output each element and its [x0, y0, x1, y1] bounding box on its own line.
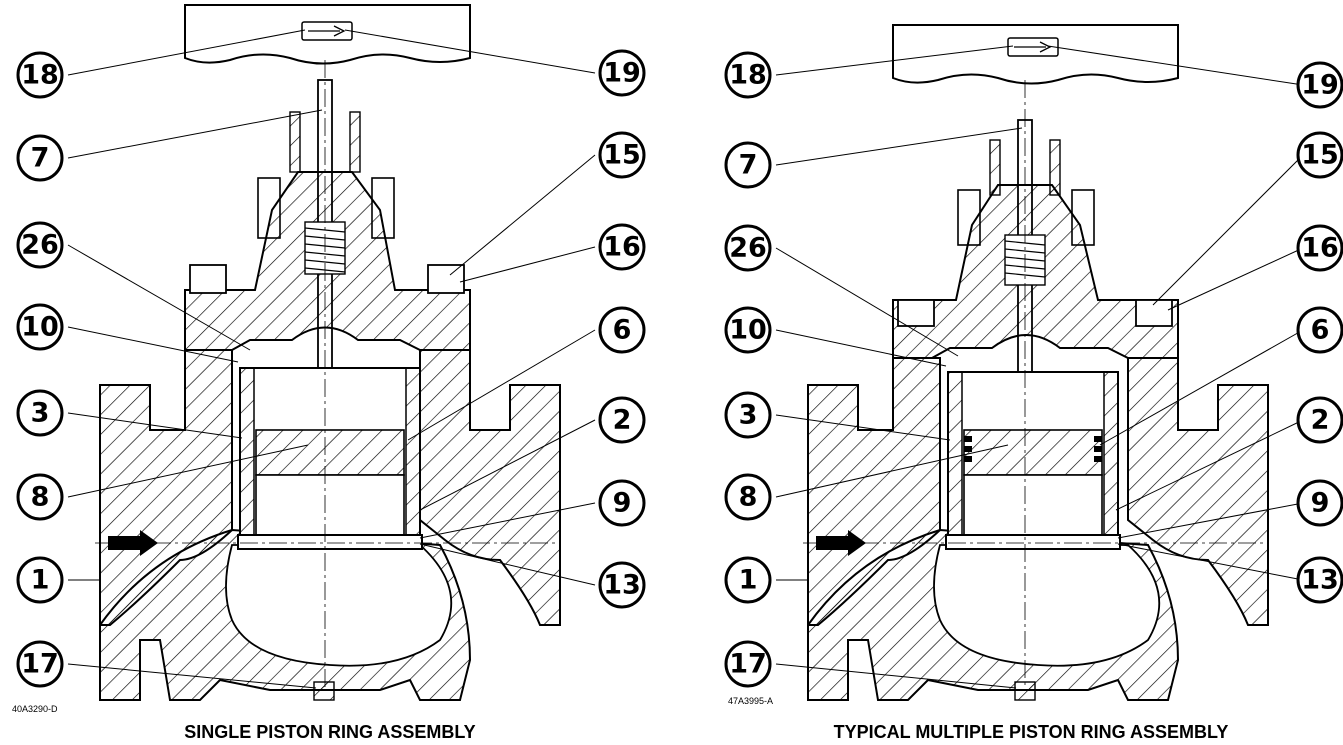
- drain-plug: [1014, 681, 1036, 701]
- callout-6: 6: [598, 306, 646, 354]
- svg-text:10: 10: [729, 315, 767, 346]
- svg-text:15: 15: [1301, 140, 1339, 171]
- svg-text:19: 19: [1301, 70, 1339, 101]
- callout-26: 26: [16, 221, 64, 269]
- callout-1: 1: [724, 556, 772, 604]
- svg-text:13: 13: [1301, 565, 1339, 596]
- callout-17: 17: [724, 640, 772, 688]
- figure-multiple-piston-ring: 18 19 7 15 26 16 10 6 3 2 8 9 1 13 17 47…: [724, 24, 1343, 742]
- svg-text:2: 2: [1311, 405, 1330, 436]
- svg-text:6: 6: [1311, 315, 1330, 346]
- svg-text:9: 9: [1311, 488, 1330, 519]
- callout-6: 6: [1296, 306, 1343, 354]
- svg-text:8: 8: [739, 482, 758, 513]
- drawing-number: 47A3995-A: [728, 696, 773, 706]
- callout-9: 9: [598, 479, 646, 527]
- svg-text:3: 3: [739, 400, 758, 431]
- svg-text:19: 19: [603, 58, 641, 89]
- svg-text:8: 8: [31, 482, 50, 513]
- callout-16: 16: [1296, 224, 1343, 272]
- callout-3: 3: [724, 391, 772, 439]
- svg-text:17: 17: [729, 649, 767, 680]
- callout-16: 16: [598, 223, 646, 271]
- svg-text:7: 7: [31, 143, 50, 174]
- callout-18: 18: [724, 51, 772, 99]
- callout-8: 8: [724, 473, 772, 521]
- svg-text:13: 13: [603, 570, 641, 601]
- callout-9: 9: [1296, 479, 1343, 527]
- callout-10: 10: [724, 306, 772, 354]
- drawing-number: 40A3290-D: [12, 704, 58, 714]
- svg-text:26: 26: [729, 233, 767, 264]
- svg-text:18: 18: [729, 60, 767, 91]
- seat-ring: [237, 534, 423, 550]
- callout-19: 19: [598, 49, 646, 97]
- piston-rings: [964, 436, 1102, 462]
- svg-text:1: 1: [31, 565, 50, 596]
- svg-text:9: 9: [613, 488, 632, 519]
- figure-caption: SINGLE PISTON RING ASSEMBLY: [184, 722, 475, 742]
- callout-13: 13: [1296, 556, 1343, 604]
- callout-26: 26: [724, 224, 772, 272]
- svg-text:26: 26: [21, 230, 59, 261]
- callout-17: 17: [16, 640, 64, 688]
- valve-plug: [963, 429, 1103, 476]
- figure-caption: TYPICAL MULTIPLE PISTON RING ASSEMBLY: [834, 722, 1229, 742]
- svg-text:7: 7: [739, 150, 758, 181]
- callout-13: 13: [598, 561, 646, 609]
- svg-text:2: 2: [613, 405, 632, 436]
- callout-15: 15: [1296, 131, 1343, 179]
- callout-10: 10: [16, 303, 64, 351]
- flow-arrow-icon: [816, 530, 866, 556]
- svg-text:17: 17: [21, 649, 59, 680]
- callout-7: 7: [16, 134, 64, 182]
- svg-text:3: 3: [31, 398, 50, 429]
- drain-plug: [313, 681, 335, 701]
- svg-text:16: 16: [1301, 233, 1339, 264]
- callout-3: 3: [16, 389, 64, 437]
- callout-18: 18: [16, 51, 64, 99]
- figure-single-piston-ring: 18 19 7 15 26 16 10 6 3 2 8 9 1 13 17 40…: [12, 4, 646, 742]
- valve-plug: [255, 429, 405, 476]
- callout-1: 1: [16, 556, 64, 604]
- callout-8: 8: [16, 473, 64, 521]
- callout-7: 7: [724, 141, 772, 189]
- svg-text:15: 15: [603, 140, 641, 171]
- callout-2: 2: [1296, 396, 1343, 444]
- svg-text:1: 1: [739, 565, 758, 596]
- callout-15: 15: [598, 131, 646, 179]
- seat-ring: [945, 534, 1121, 550]
- svg-text:18: 18: [21, 60, 59, 91]
- flow-arrow-icon: [108, 530, 158, 556]
- callout-2: 2: [598, 396, 646, 444]
- svg-text:16: 16: [603, 232, 641, 263]
- callout-19: 19: [1296, 61, 1343, 109]
- svg-text:10: 10: [21, 312, 59, 343]
- svg-text:6: 6: [613, 315, 632, 346]
